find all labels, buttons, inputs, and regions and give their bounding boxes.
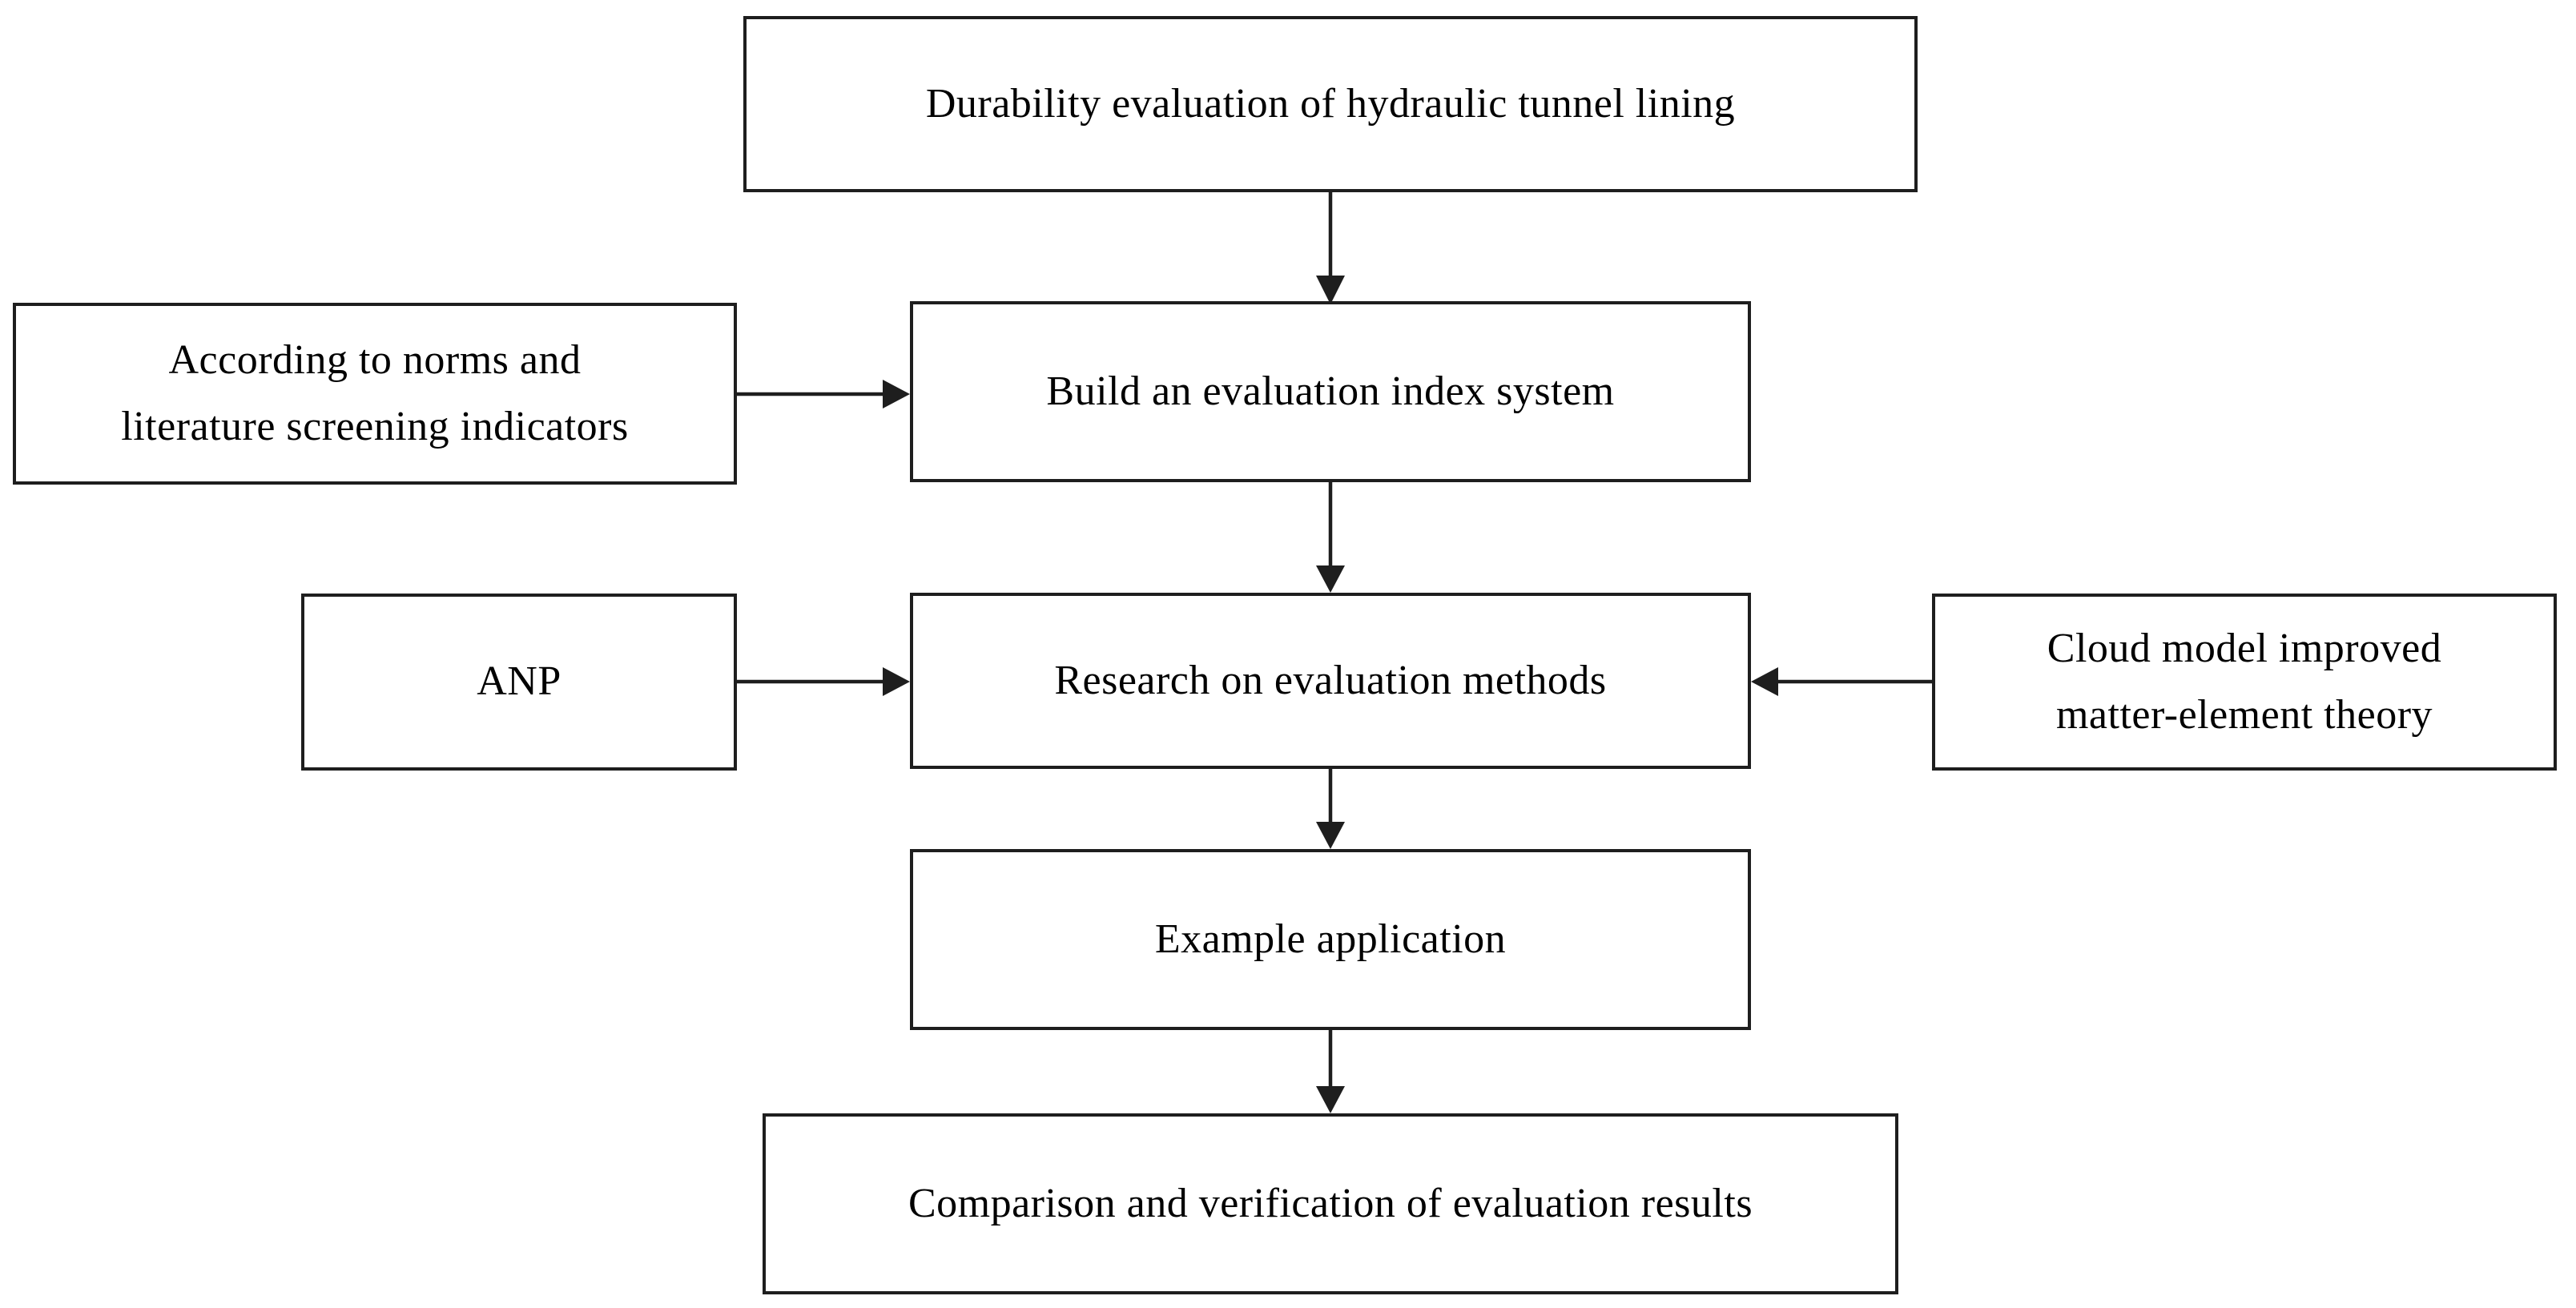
node-anp: ANP [301,594,737,771]
node-cloud-model-matter-element: Cloud model improved matter-element theo… [1932,594,2557,771]
arrow-anp-to-research [737,667,910,696]
node-build-index-system: Build an evaluation index system [910,301,1751,482]
arrow-research-to-example [1316,769,1345,849]
arrow-top-to-build [1316,192,1345,304]
node-comparison-verification-label: Comparison and verification of evaluatio… [908,1180,1753,1226]
arrow-norms-to-build [737,380,910,408]
node-example-application-label: Example application [1154,916,1507,962]
node-anp-label: ANP [477,658,561,705]
arrow-cloud-to-research [1751,667,1932,696]
node-research-evaluation-methods: Research on evaluation methods [910,593,1751,769]
arrow-build-to-research [1316,482,1345,593]
node-comparison-verification: Comparison and verification of evaluatio… [763,1113,1898,1294]
node-example-application: Example application [910,849,1751,1030]
node-norms-literature-indicators-label: According to norms and literature screen… [121,337,629,449]
arrow-example-to-comparison [1316,1030,1345,1113]
node-cloud-model-matter-element-label: Cloud model improved matter-element theo… [2047,626,2442,738]
node-durability-evaluation: Durability evaluation of hydraulic tunne… [743,16,1918,192]
node-norms-literature-indicators: According to norms and literature screen… [13,303,737,485]
node-research-evaluation-methods-label: Research on evaluation methods [1054,657,1607,703]
node-durability-evaluation-label: Durability evaluation of hydraulic tunne… [925,80,1736,127]
node-build-index-system-label: Build an evaluation index system [1046,368,1615,414]
